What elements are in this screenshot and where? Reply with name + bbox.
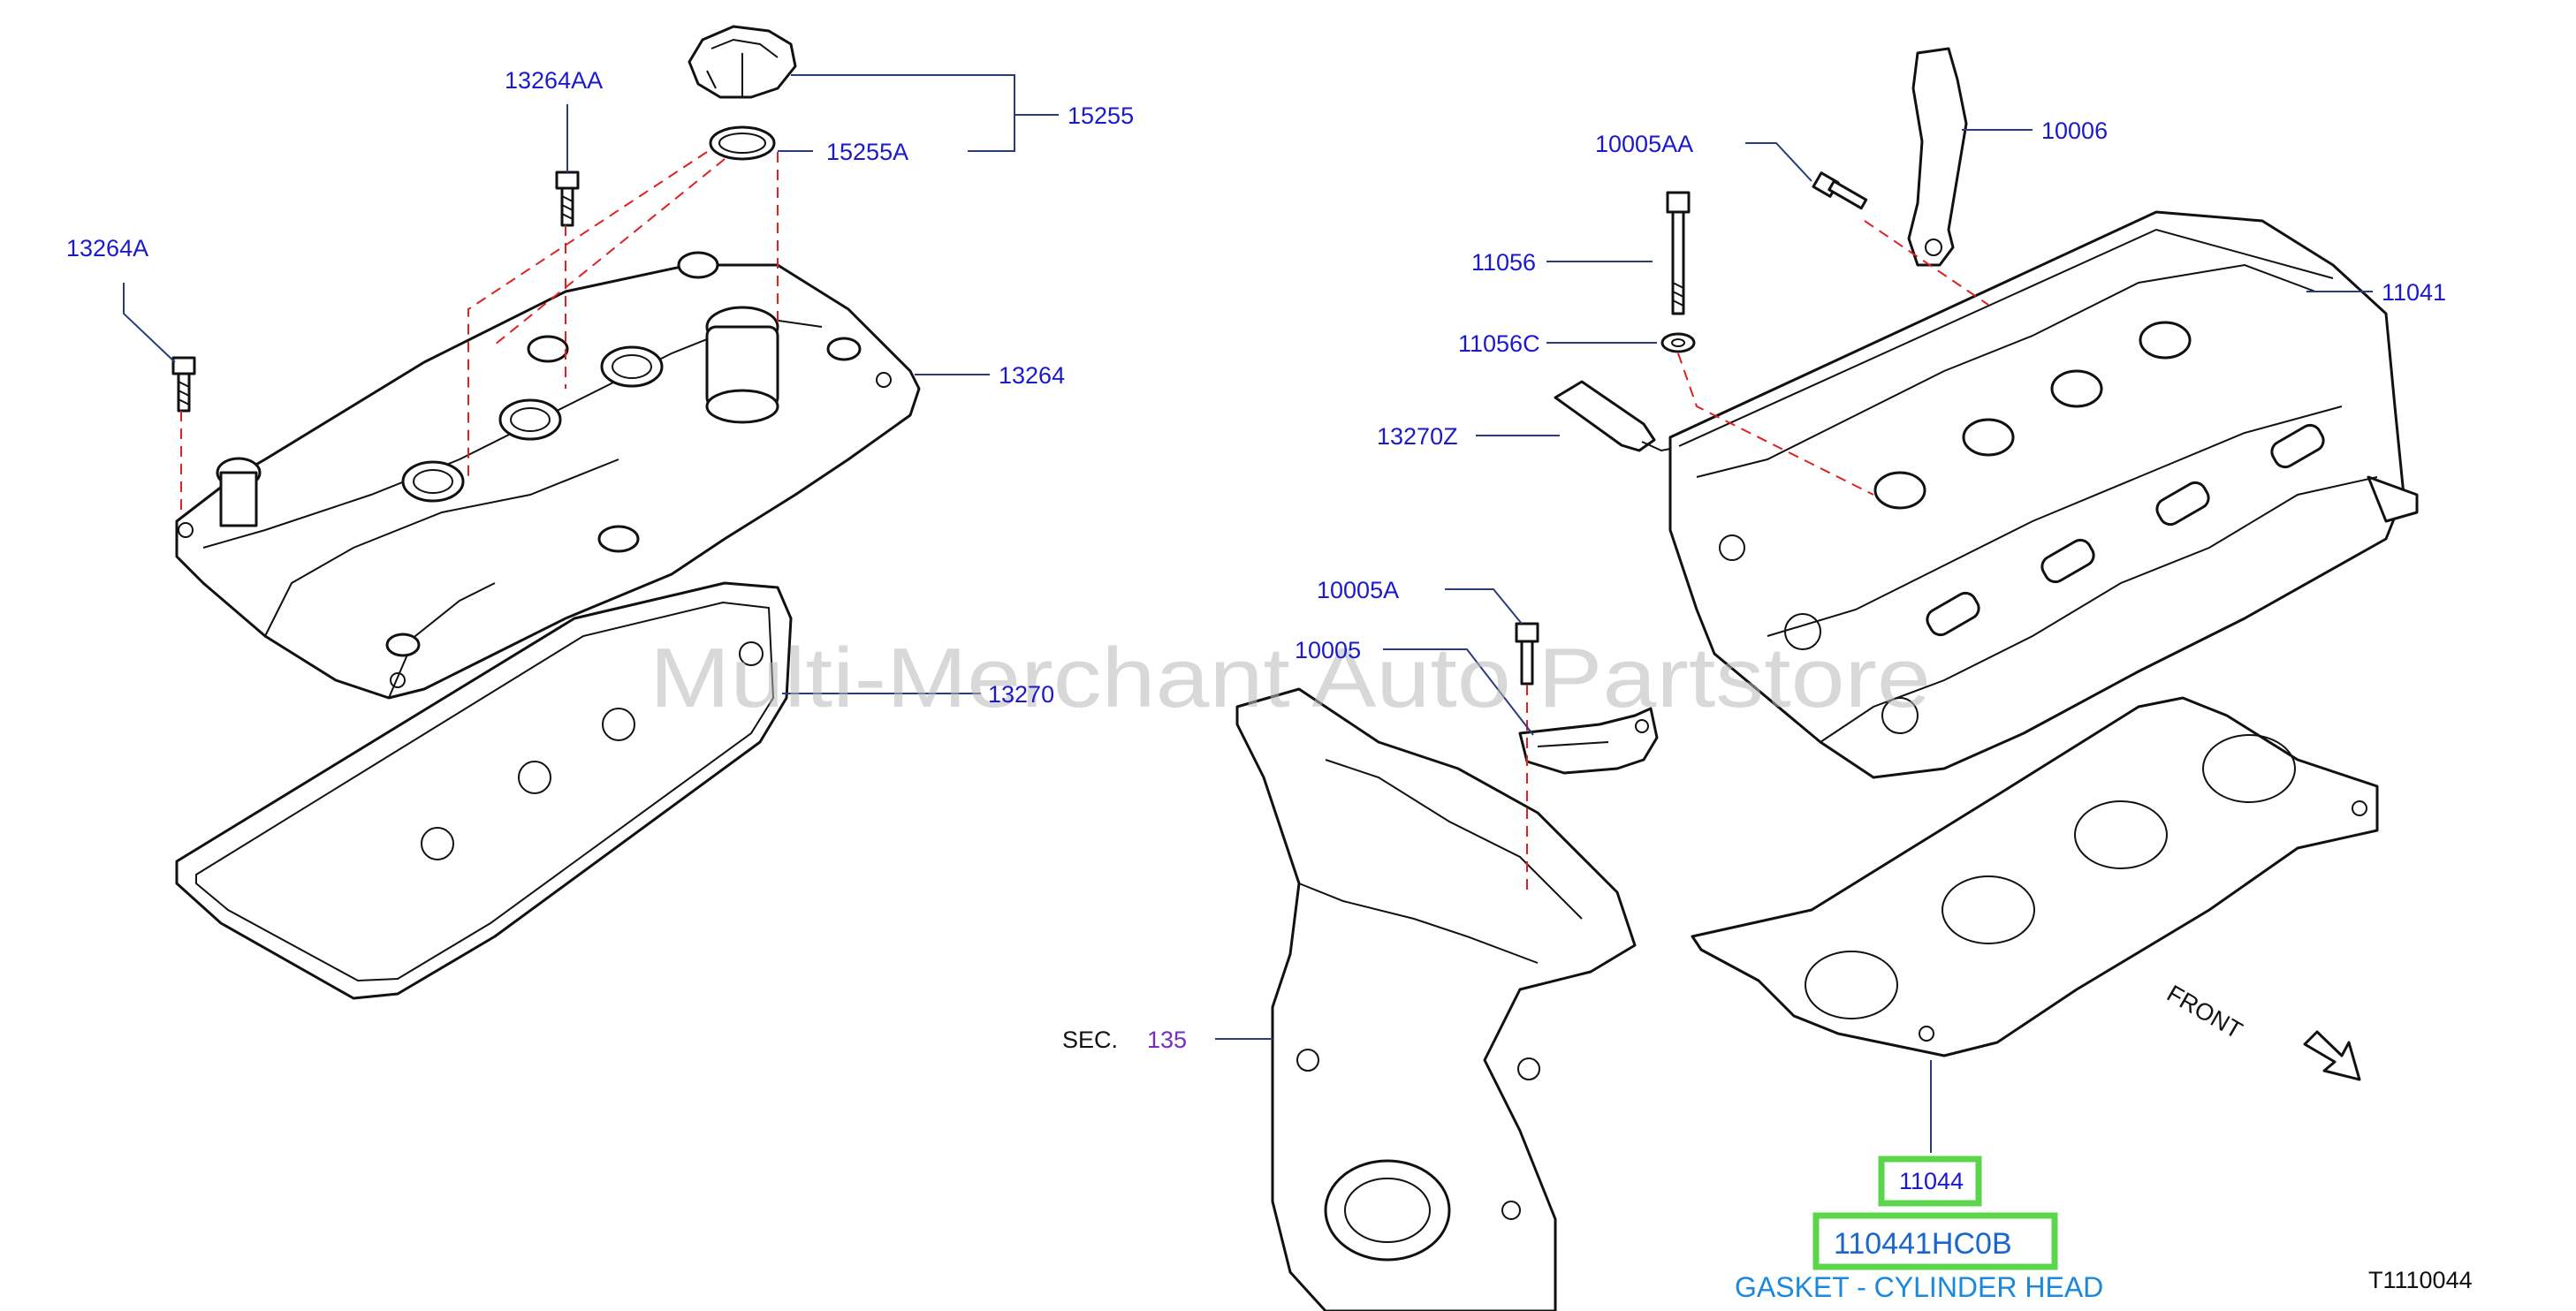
callout-10005A[interactable]: 10005A xyxy=(1317,577,1399,603)
part-description: GASKET - CYLINDER HEAD xyxy=(1735,1271,2103,1303)
callout-15255[interactable]: 15255 xyxy=(1068,102,1134,129)
watermark: Multi-Merchant Auto Partstore xyxy=(650,631,1931,725)
bracket-10006-drawing xyxy=(1907,47,1968,267)
bolt-11056-drawing xyxy=(1660,191,1696,353)
cylinder-head-gasket-drawing xyxy=(1691,696,2379,1057)
bolt-10005A-drawing xyxy=(1515,622,1539,686)
bolt-10005AA-drawing xyxy=(1812,171,1868,210)
assembly-guides xyxy=(180,151,1989,892)
diagram-code: T1110044 xyxy=(2368,1267,2473,1293)
callout-13270Z[interactable]: 13270Z xyxy=(1377,423,1458,450)
bolt-13264A-drawing xyxy=(171,356,196,413)
cylinder-head-drawing xyxy=(1668,210,2419,779)
callout-10006[interactable]: 10006 xyxy=(2041,117,2108,144)
rocker-cover-gasket-drawing xyxy=(175,581,793,1000)
ref-number-highlight-box xyxy=(1878,1156,1982,1207)
part-number-highlight-box xyxy=(1812,1212,2058,1270)
callout-13264A[interactable]: 13264A xyxy=(66,235,148,261)
callout-11056[interactable]: 11056 xyxy=(1471,249,1536,276)
front-label: FRONT xyxy=(2162,980,2247,1043)
callout-11056C[interactable]: 11056C xyxy=(1458,330,1540,357)
callout-10005AA[interactable]: 10005AA xyxy=(1595,131,1693,157)
callout-11041[interactable]: 11041 xyxy=(2382,279,2446,306)
callout-13264AA[interactable]: 13264AA xyxy=(505,67,603,94)
callout-10005[interactable]: 10005 xyxy=(1295,637,1361,663)
timing-cover-drawing xyxy=(1235,687,1637,1311)
highlighted-part-callout: 11044 110441HC0B GASKET - CYLINDER HEAD xyxy=(1735,1156,2103,1303)
front-direction-arrow xyxy=(2303,1030,2361,1081)
leader-lines xyxy=(123,74,2373,1153)
part-number[interactable]: 110441HC0B xyxy=(1834,1227,2012,1261)
callout-13270[interactable]: 13270 xyxy=(988,681,1054,708)
bolt-13264AA-drawing xyxy=(555,171,580,227)
callout-11044[interactable]: 11044 xyxy=(1899,1168,1964,1194)
callout-15255A[interactable]: 15255A xyxy=(826,139,908,165)
bracket-10005-drawing xyxy=(1518,707,1659,775)
rocker-cover-drawing xyxy=(175,251,921,700)
sec-number[interactable]: 135 xyxy=(1147,1027,1187,1053)
sealant-tube-drawing xyxy=(1554,380,1671,452)
oil-filler-cap-drawing xyxy=(688,25,797,161)
callout-13264[interactable]: 13264 xyxy=(999,362,1065,389)
sec-prefix: SEC. xyxy=(1062,1027,1118,1053)
